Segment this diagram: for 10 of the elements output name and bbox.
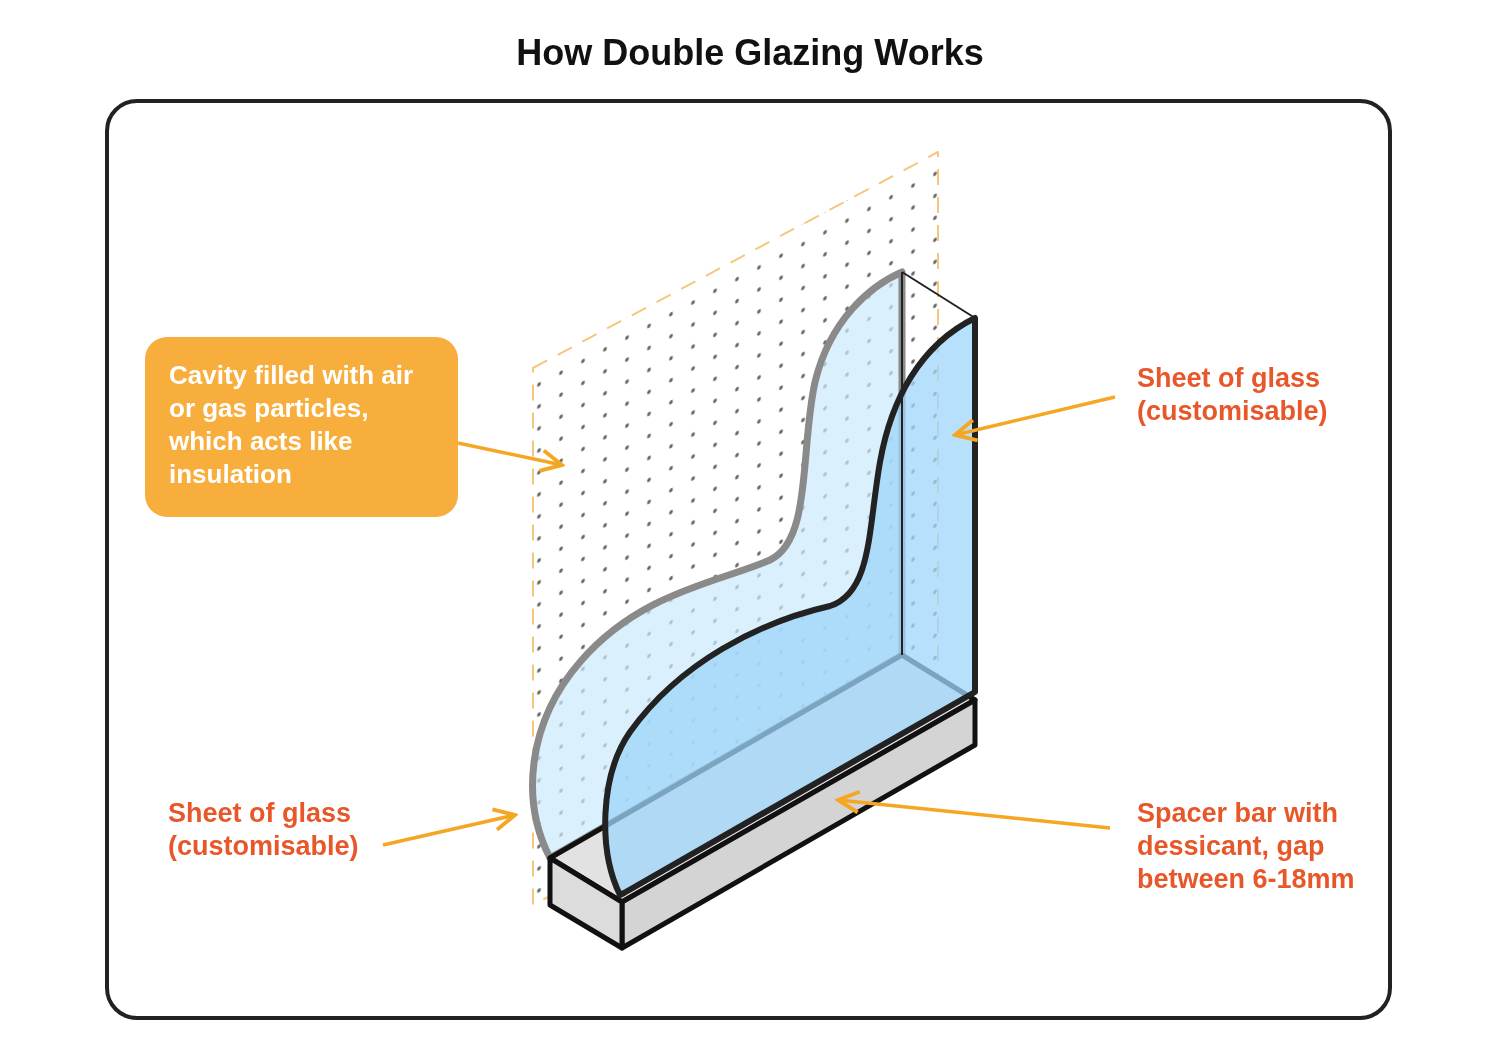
- glass-sheet-drawing: [602, 271, 978, 898]
- leader-line: [457, 441, 564, 473]
- title: How Double Glazing Works: [516, 32, 984, 74]
- part-label: Sheet of glass (customisable): [1137, 362, 1397, 428]
- leader-line: [953, 395, 1116, 443]
- part-label: Spacer bar with dessicant, gap between 6-18mm: [1137, 797, 1397, 896]
- leader-line: [836, 789, 1111, 830]
- leader-line: [382, 807, 517, 847]
- callout-box: Cavity filled with air or gas particles, which acts like insulation: [145, 337, 458, 517]
- part-label: Sheet of glass (customisable): [168, 797, 408, 863]
